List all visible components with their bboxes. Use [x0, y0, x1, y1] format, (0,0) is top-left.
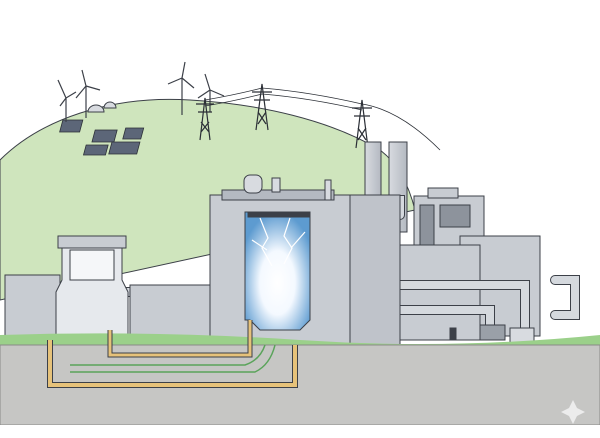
wind-turbines — [57, 61, 225, 122]
power-lines — [204, 87, 441, 151]
wind-turbine — [75, 69, 101, 118]
hill-domes — [87, 101, 117, 113]
pylon — [196, 97, 214, 141]
side-machinery — [344, 194, 401, 346]
main-boiler — [209, 174, 351, 346]
pylon — [252, 83, 272, 131]
sparkle-icon — [561, 400, 585, 424]
left-reactor-building — [4, 235, 211, 341]
solar-panels — [59, 119, 145, 156]
energy-chamber — [244, 211, 311, 331]
cooling-unit — [479, 324, 506, 341]
lightning-arcs — [251, 217, 306, 267]
wind-turbine — [167, 61, 195, 115]
wind-turbine — [57, 79, 77, 122]
pylon — [352, 99, 372, 149]
underground-pipes — [47, 320, 298, 388]
transmission-pylons — [196, 83, 372, 149]
wind-turbine — [197, 73, 225, 112]
